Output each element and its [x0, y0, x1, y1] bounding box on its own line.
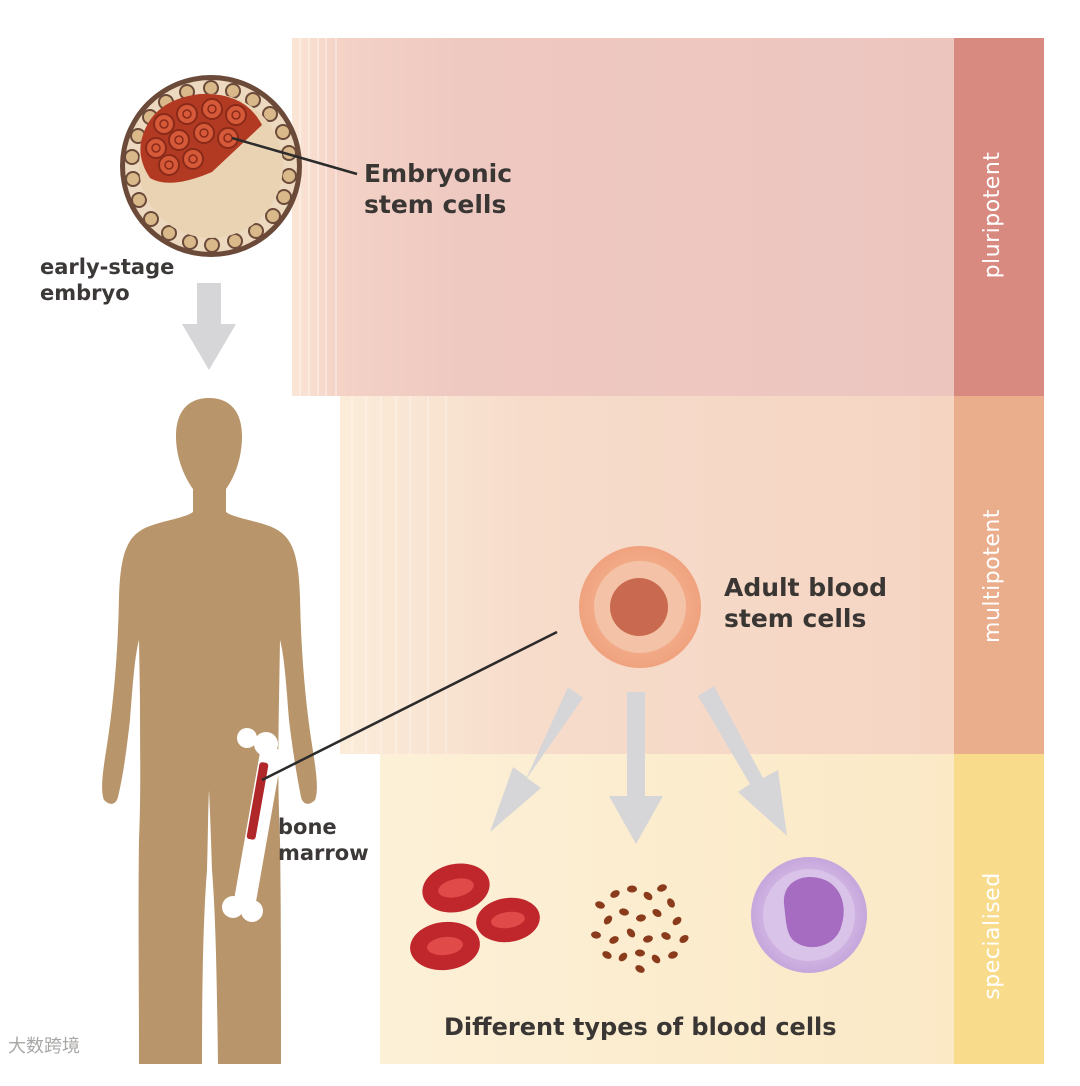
stem-cell-diagram: Embryonic stem cells Adult blood stem ce…	[8, 38, 1044, 1064]
differentiation-arrows	[490, 686, 787, 844]
human-body	[102, 398, 317, 1064]
adult-blood-stem-cells-label: Adult blood stem cells	[724, 573, 887, 634]
embryonic-pointer-line	[231, 136, 358, 176]
watermark: 大数跨境	[8, 1036, 80, 1057]
arrow-to-white-cell-icon	[698, 686, 787, 836]
red-blood-cells-icon	[410, 863, 540, 971]
adult-stem-cell-icon	[579, 546, 701, 668]
specialised-band-label: specialised	[980, 872, 1005, 1000]
femur-bone-icon	[222, 728, 282, 922]
pluripotent-band-label: pluripotent	[980, 151, 1005, 279]
band-specialised	[954, 754, 1044, 1064]
arrow-to-red-cells-icon	[490, 687, 583, 832]
embryo-icon	[120, 75, 302, 257]
development-arrow-icon	[182, 283, 236, 370]
arrow-to-platelets-icon	[609, 692, 663, 844]
diagram-canvas	[102, 38, 1044, 1064]
white-blood-cell-icon	[751, 857, 867, 973]
bone-marrow-label: bone marrow	[278, 815, 369, 866]
pluripotent-panel	[292, 38, 954, 396]
band-pluripotent	[954, 38, 1044, 396]
band-multipotent	[954, 396, 1044, 754]
multipotent-band-label: multipotent	[980, 509, 1005, 643]
blood-cell-types-caption: Different types of blood cells	[444, 1013, 837, 1041]
bone-marrow-pointer-line	[261, 630, 558, 782]
early-stage-embryo-label: early-stage embryo	[40, 255, 175, 306]
embryonic-stem-cells-label: Embryonic stem cells	[364, 159, 513, 220]
platelets-icon	[591, 884, 689, 973]
